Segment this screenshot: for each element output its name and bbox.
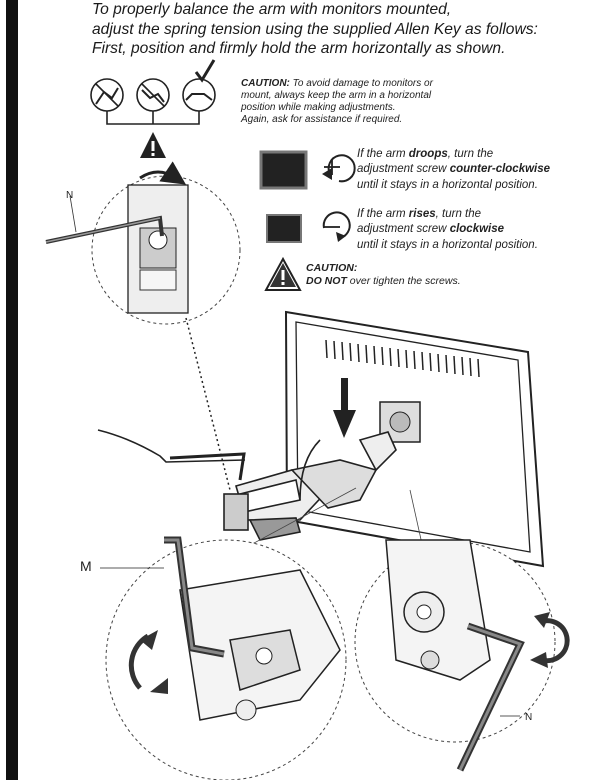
droops-text-c: adjustment screw xyxy=(357,163,450,176)
counter-clockwise-rotate-icon xyxy=(322,154,356,183)
arm-position-icons xyxy=(90,59,216,125)
left-border-bar xyxy=(6,0,18,780)
monitor-droop-icon xyxy=(259,150,308,190)
arm-position-correct-icon xyxy=(182,59,216,112)
monitor-rise-icon xyxy=(266,214,302,243)
warning-triangle-icon xyxy=(140,132,166,158)
bracket-detail-circle-left xyxy=(100,536,347,780)
monitor-arm-illustration xyxy=(97,429,397,541)
rises-text-c: adjustment screw xyxy=(357,223,450,236)
rises-direction: clockwise xyxy=(449,223,505,236)
allen-key-detail-circle xyxy=(45,161,241,325)
instruction-arm-droops: If the arm droops, turn the adjustment s… xyxy=(357,147,550,193)
monitor-illustration xyxy=(284,310,545,568)
droops-text-b: , turn the xyxy=(447,148,494,160)
droops-text-a: If the arm xyxy=(357,148,409,160)
droops-keyword: droops xyxy=(408,148,448,160)
rises-text-a: If the arm xyxy=(357,208,409,220)
caution-line-3: position while making adjustments. xyxy=(241,102,396,113)
detail-guide-line xyxy=(185,317,231,491)
rises-text-b: , turn the xyxy=(435,208,482,220)
caution-do-not-overtighten: CAUTION: DO NOT over tighten the screws. xyxy=(306,262,461,288)
instruction-arm-rises: If the arm rises, turn the adjustment sc… xyxy=(357,207,538,253)
caution-2-label: CAUTION: xyxy=(306,262,358,274)
caution-warning-icon xyxy=(264,256,302,291)
rises-keyword: rises xyxy=(408,208,436,220)
caution-keep-horizontal: CAUTION: To avoid damage to monitors or … xyxy=(241,78,501,126)
callout-n-top: N xyxy=(66,190,74,201)
caution-line-4: Again, ask for assistance if required. xyxy=(241,114,403,125)
droops-direction: counter-clockwise xyxy=(449,163,551,176)
rises-text-d: until it stays in a horizontal position. xyxy=(357,238,538,251)
overtighten-text: over tighten the screws. xyxy=(346,275,461,287)
clockwise-rotate-icon xyxy=(322,211,351,242)
arm-position-wrong-icon-2 xyxy=(136,78,170,112)
droops-text-d: until it stays in a horizontal position. xyxy=(357,178,538,191)
bracket-detail-circle-right xyxy=(354,539,570,772)
caution-label: CAUTION: xyxy=(241,78,290,89)
intro-line-3: First, position and firmly hold the arm … xyxy=(92,40,506,57)
caution-line-2: mount, always keep the arm in a horizont… xyxy=(241,90,432,101)
intro-instructions: To properly balance the arm with monitor… xyxy=(92,0,592,59)
down-arrow-icon xyxy=(333,378,356,438)
do-not-label: DO NOT xyxy=(306,275,347,287)
arm-position-wrong-icon-1 xyxy=(90,78,124,112)
intro-line-2: adjust the spring tension using the supp… xyxy=(92,20,538,38)
callout-n-bottom: N xyxy=(525,712,533,723)
callout-m: M xyxy=(80,558,92,574)
intro-line-1: To properly balance the arm with monitor… xyxy=(92,1,452,18)
caution-line-1: To avoid damage to monitors or xyxy=(289,78,433,89)
